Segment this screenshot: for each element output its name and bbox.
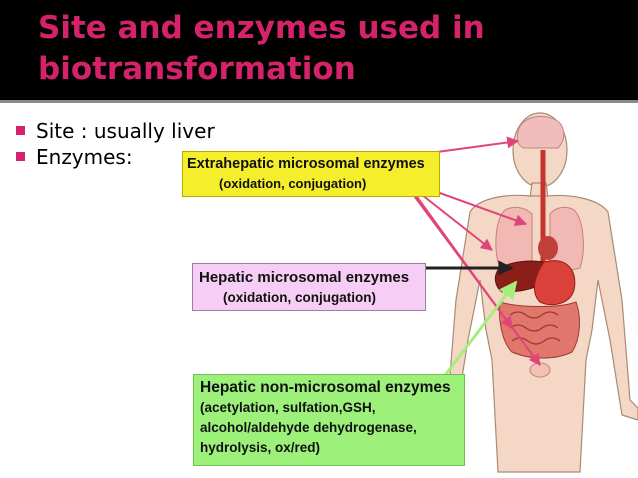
bladder-shape — [529, 362, 551, 378]
extrahepatic-enzymes-box: Extrahepatic microsomal enzymes (oxidati… — [182, 151, 440, 197]
hepatic-non-microsomal-enzymes-box: Hepatic non-microsomal enzymes (acetylat… — [193, 374, 465, 466]
non-microsomal-line-2: (acetylation, sulfation,GSH, — [200, 400, 376, 415]
bullet-site-text: Site : usually liver — [36, 119, 215, 143]
slide-title-line-1: Site and enzymes used in — [38, 10, 485, 46]
brain-shape — [516, 116, 565, 149]
title-divider — [0, 100, 638, 103]
non-microsomal-line-4: hydrolysis, ox/red) — [200, 440, 321, 455]
slide-title: Site and enzymes used in biotransformati… — [38, 8, 628, 90]
bullet-marker-icon — [16, 152, 25, 161]
heart-shape — [538, 236, 558, 260]
bullet-marker-icon — [16, 126, 25, 135]
left-lung-shape — [495, 206, 533, 271]
hepatic-microsomal-title: Hepatic microsomal enzymes — [199, 269, 410, 286]
non-microsomal-line-3: alcohol/aldehyde dehydrogenase, — [200, 420, 417, 435]
non-microsomal-title: Hepatic non-microsomal enzymes — [200, 379, 451, 396]
bullet-enzymes-text: Enzymes: — [36, 145, 133, 169]
extrahepatic-reactions: (oxidation, conjugation) — [219, 176, 367, 191]
bullet-enzymes: Enzymes: — [14, 144, 215, 170]
arrow-to-bladder — [411, 192, 541, 366]
extrahepatic-title: Extrahepatic microsomal enzymes — [187, 156, 425, 172]
bullet-list: Site : usually liver Enzymes: — [14, 118, 215, 170]
bullet-site: Site : usually liver — [14, 118, 215, 144]
hepatic-microsomal-reactions: (oxidation, conjugation) — [223, 290, 376, 305]
stomach-shape — [534, 260, 576, 306]
arrow-to-liver-cytosol — [441, 280, 518, 379]
arrow-to-brain — [436, 136, 520, 153]
hepatic-microsomal-enzymes-box: Hepatic microsomal enzymes (oxidation, c… — [192, 263, 426, 311]
arrow-to-lung-base — [411, 186, 493, 251]
slide-title-line-2: biotransformation — [38, 51, 356, 87]
title-bar: Site and enzymes used in biotransformati… — [0, 0, 638, 100]
